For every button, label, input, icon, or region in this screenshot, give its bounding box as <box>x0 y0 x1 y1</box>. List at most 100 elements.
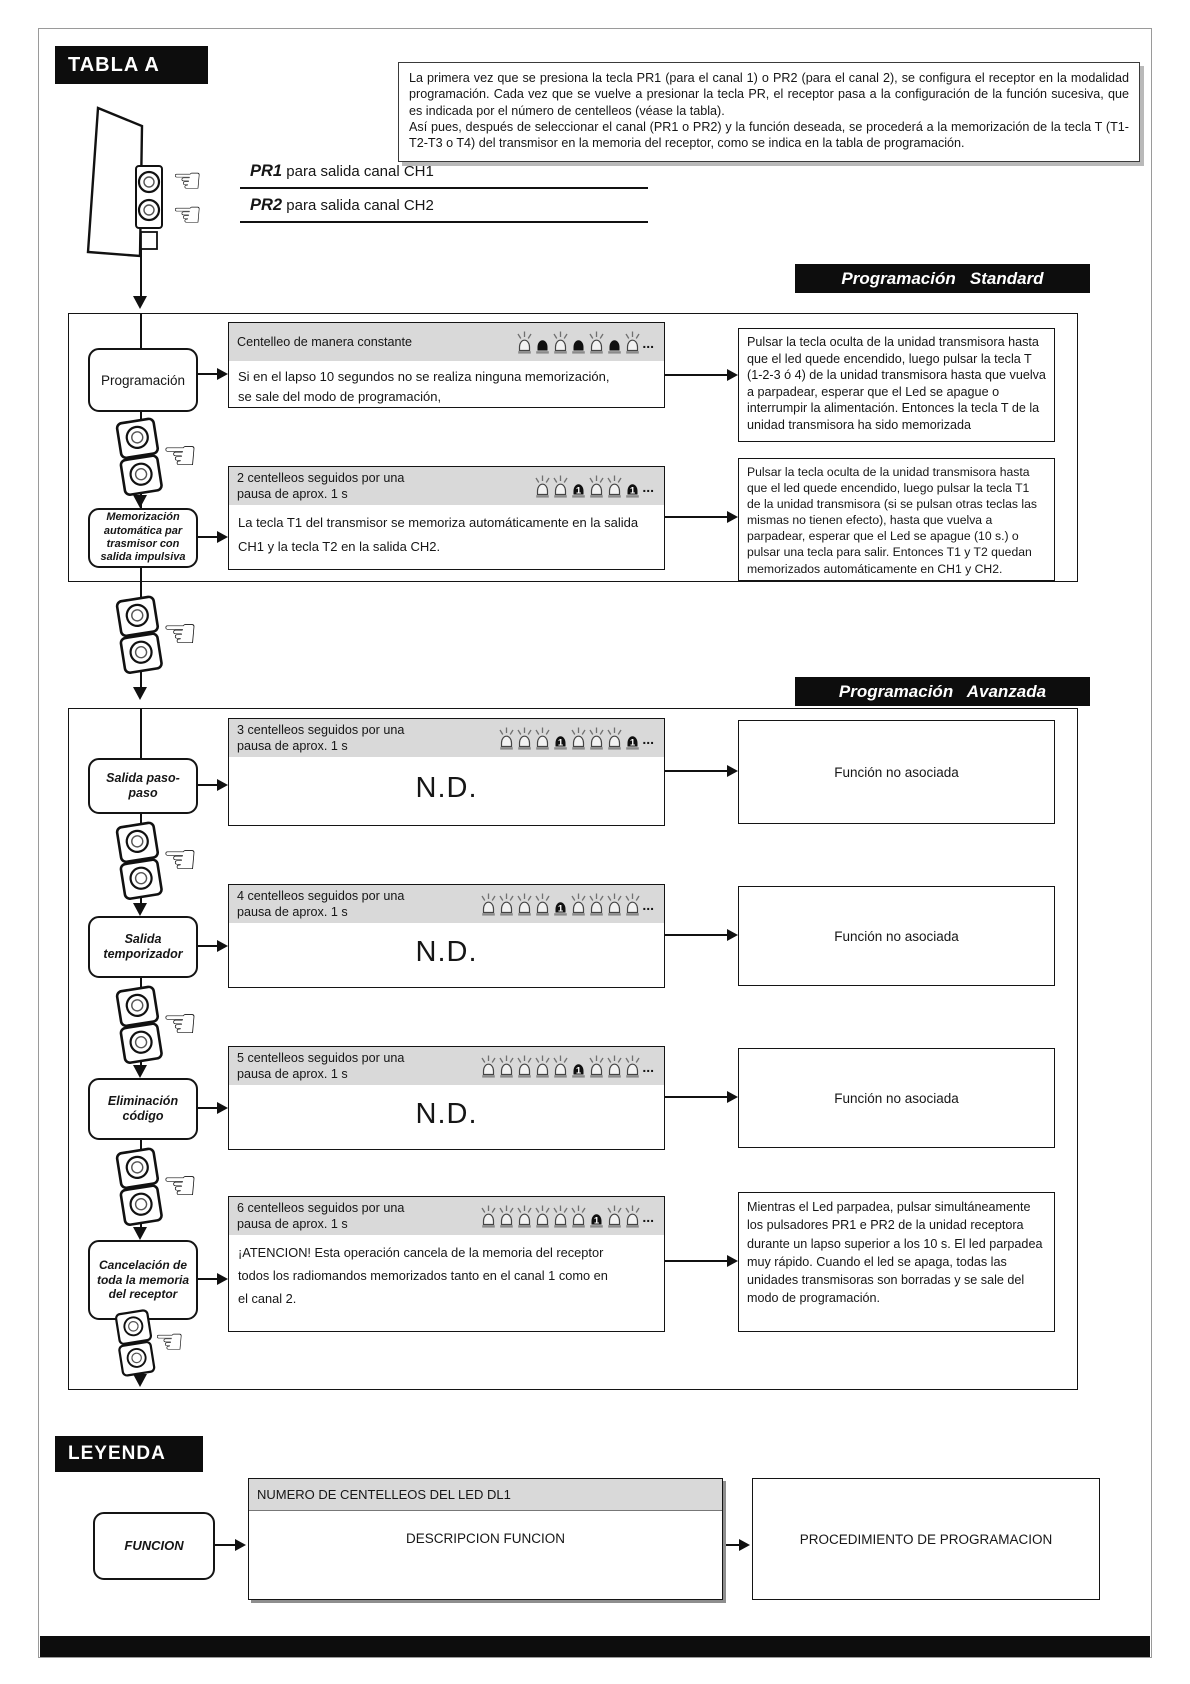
svg-text:1: 1 <box>576 485 582 496</box>
nd-wrap: N.D. <box>229 923 664 981</box>
led-count-header-2: 2 centelleos seguidos por una pausa de a… <box>229 467 664 505</box>
led-pause-icon: 1 <box>590 1213 604 1228</box>
function-box-label: Memorización automática par trasmisor co… <box>100 511 186 564</box>
down-arrow <box>133 1374 147 1387</box>
function-box-memorizacion: Memorización automática par trasmisor co… <box>88 508 198 568</box>
led-on-icon <box>553 331 568 354</box>
pointing-hand-icon: ☜ <box>162 433 198 479</box>
led-description-box-5: 5 centelleos seguidos por una pausa de a… <box>228 1046 665 1150</box>
led-on-icon <box>517 1205 532 1228</box>
arrow-right <box>665 927 738 942</box>
legend-led-header: NUMERO DE CENTELLEOS DEL LED DL1 <box>249 1479 722 1511</box>
down-arrow <box>133 687 147 700</box>
nd-wrap: N.D. <box>229 1085 664 1143</box>
function-box-temporizador: Salida temporizador <box>88 916 198 978</box>
led-count-header-4: 4 centelleos seguidos por una pausa de a… <box>229 885 664 923</box>
flow-line <box>140 238 143 298</box>
function-box-programacion: Programación <box>88 348 198 412</box>
led-on-icon <box>589 727 604 750</box>
legend-procedure-label: PROCEDIMIENTO DE PROGRAMACION <box>799 1531 1053 1547</box>
procedure-box-5: Función no asociada <box>738 1048 1055 1148</box>
svg-text:1: 1 <box>558 737 564 748</box>
led-on-icon <box>607 1055 622 1078</box>
pr1-label: PR1 para salida canal CH1 <box>240 162 648 189</box>
nd-label: N.D. <box>415 771 478 804</box>
procedure-box-1: Pulsar la tecla oculta de la unidad tran… <box>738 328 1055 442</box>
led-description-box-3: 3 centelleos seguidos por una pausa de a… <box>228 718 665 826</box>
transmitter-press-icon: ☜ <box>108 1146 198 1230</box>
arrow-right <box>215 1537 246 1552</box>
arrow-right <box>665 1089 738 1104</box>
flow-line <box>140 708 143 758</box>
tabla-a-header: TABLA A <box>55 46 208 84</box>
led-on-icon <box>625 1055 640 1078</box>
avanzada-flow-frame <box>68 708 1078 1390</box>
leyenda-header: LEYENDA <box>55 1436 203 1472</box>
pointing-hand-icon: ☜ <box>172 195 203 235</box>
procedure-text: Función no asociada <box>834 764 959 780</box>
pr2-key-label: PR2 <box>250 196 283 214</box>
svg-text:1: 1 <box>630 485 636 496</box>
remote-icon <box>108 1146 168 1230</box>
arrow-right <box>198 1271 228 1286</box>
led-on-icon <box>535 1205 550 1228</box>
arrow-right <box>665 367 738 382</box>
legend-led-header-label: NUMERO DE CENTELLEOS DEL LED DL1 <box>257 1487 511 1502</box>
led-pause-icon: 1 <box>572 1063 586 1078</box>
led-blink-pattern: 1 1... <box>498 727 656 750</box>
led-on-icon <box>607 1205 622 1228</box>
procedure-text: Mientras el Led parpadea, pulsar simultá… <box>747 1200 1043 1306</box>
led-on-icon <box>481 1205 496 1228</box>
led-on-icon <box>589 331 604 354</box>
led-on-icon <box>517 331 532 354</box>
function-box-label: Salida temporizador <box>103 931 183 961</box>
procedure-box-2: Pulsar la tecla oculta de la unidad tran… <box>738 458 1055 581</box>
led-off-icon <box>536 339 550 354</box>
led-caption: 6 centelleos seguidos por una pausa de a… <box>237 1200 405 1231</box>
led-ellipsis: ... <box>642 730 654 747</box>
led-on-icon <box>517 893 532 916</box>
led-caption: 2 centelleos seguidos por una pausa de a… <box>237 470 405 501</box>
led-pause-icon: 1 <box>554 735 568 750</box>
pointing-hand-icon: ☜ <box>154 1322 185 1362</box>
pr1-label-text: para salida canal CH1 <box>282 163 434 180</box>
down-arrow <box>133 296 147 309</box>
nd-label: N.D. <box>415 1097 478 1130</box>
led-on-icon <box>625 331 640 354</box>
transmitter-press-icon: ☜ <box>108 594 198 678</box>
led-on-icon <box>535 475 550 498</box>
led-ellipsis: ... <box>642 334 654 351</box>
led-on-icon <box>589 475 604 498</box>
section-bar-avanzada: Programación Avanzada <box>795 677 1090 706</box>
arrow-right <box>665 1253 738 1268</box>
function-description: Si en el lapso 10 segundos no se realiza… <box>238 369 610 405</box>
led-ellipsis: ... <box>642 896 654 913</box>
pointing-hand-icon: ☜ <box>172 161 203 201</box>
receiver-panel-illustration <box>86 106 163 258</box>
led-pause-icon: 1 <box>626 735 640 750</box>
led-description-box-1: Centelleo de manera constante ... Si en … <box>228 322 665 408</box>
function-description: ¡ATENCION! Esta operación cancela de la … <box>238 1245 608 1307</box>
arrow-right <box>723 1537 750 1552</box>
procedure-text: Pulsar la tecla oculta de la unidad tran… <box>747 465 1037 576</box>
arrow-right <box>198 1100 228 1115</box>
transmitter-press-icon: ☜ <box>108 416 198 500</box>
arrow-right <box>198 938 228 953</box>
procedure-box-6: Mientras el Led parpadea, pulsar simultá… <box>738 1192 1055 1332</box>
led-count-header-3: 3 centelleos seguidos por una pausa de a… <box>229 719 664 757</box>
led-on-icon <box>535 1055 550 1078</box>
down-arrow <box>133 903 147 916</box>
procedure-text: Función no asociada <box>834 1090 959 1106</box>
led-count-header-6: 6 centelleos seguidos por una pausa de a… <box>229 1197 664 1235</box>
procedure-text: Pulsar la tecla oculta de la unidad tran… <box>747 335 1046 433</box>
led-on-icon <box>571 1205 586 1228</box>
led-description-box-2: 2 centelleos seguidos por una pausa de a… <box>228 466 665 570</box>
svg-text:1: 1 <box>630 737 636 748</box>
led-off-icon <box>608 339 622 354</box>
led-on-icon <box>535 727 550 750</box>
svg-text:1: 1 <box>558 903 564 914</box>
legend-body-label: DESCRIPCION FUNCION <box>405 1531 565 1546</box>
led-count-header-5: 5 centelleos seguidos por una pausa de a… <box>229 1047 664 1085</box>
down-arrow <box>133 1227 147 1240</box>
